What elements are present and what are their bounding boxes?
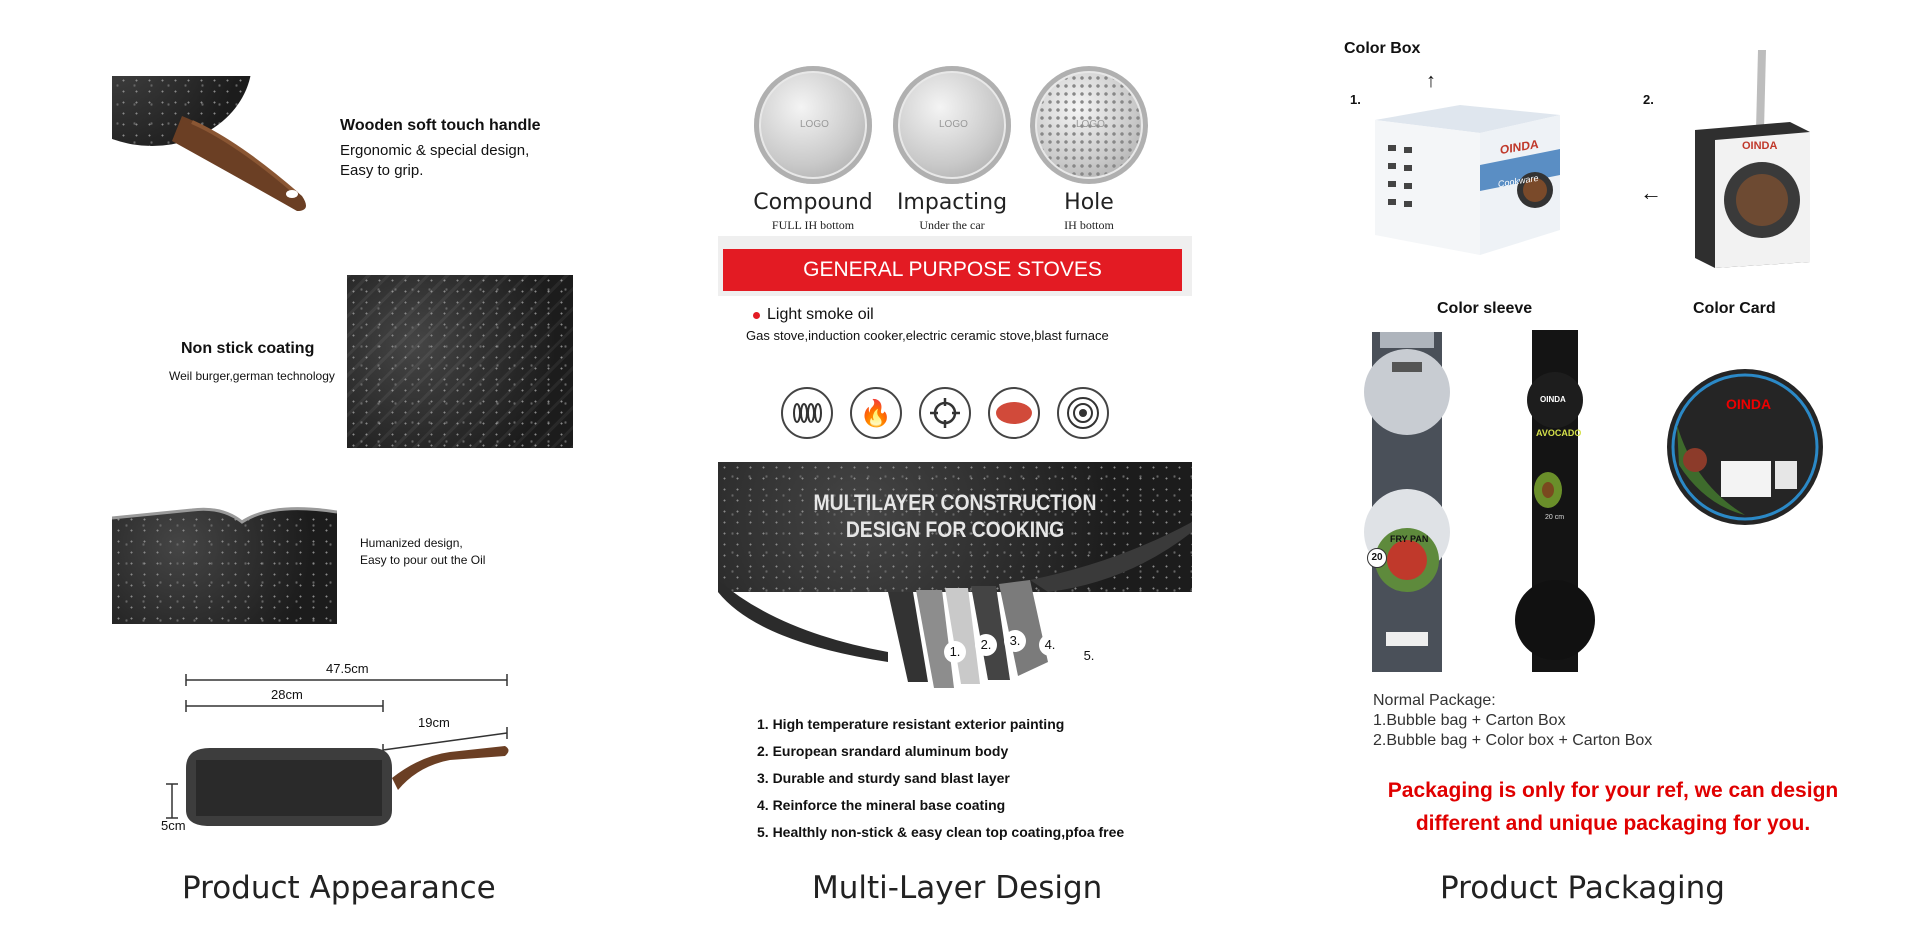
color-card-label: Color Card (1693, 300, 1776, 317)
color-box-image (1370, 85, 1575, 255)
multilayer-caption: Multi-Layer Design (812, 870, 1103, 906)
layer-item-1: 1. High temperature resistant exterior p… (757, 716, 1065, 732)
packaging-caption: Product Packaging (1440, 870, 1725, 906)
bullet-text: Light smoke oil (767, 306, 874, 323)
disc-sub-hole: IH bottom (1064, 218, 1114, 232)
disc-label-compound: Compound (753, 190, 873, 215)
layer-item-2: 2. European srandard aluminum body (757, 743, 1009, 759)
construction-title-line1: MULTILAYER CONSTRUCTION (813, 490, 1097, 515)
packaging-note-line1: Packaging is only for your ref, we can d… (1387, 779, 1839, 802)
card-brand: OINDA (1726, 396, 1772, 412)
layer-number-1: 1. (944, 641, 966, 663)
layer-item-4: 4. Reinforce the mineral base coating (757, 797, 1006, 813)
color-sleeve-1-image (1362, 332, 1452, 672)
disc-sub-compound: FULL IH bottom (771, 218, 855, 232)
layer-item-3: 3. Durable and sturdy sand blast layer (757, 770, 1010, 786)
pour-desc-line1: Humanized design, (360, 536, 463, 550)
sleeve2-name: AVOCADO (1536, 428, 1582, 438)
dim-body-label: 28cm (271, 687, 303, 702)
disc-hole (1030, 66, 1148, 184)
ceramic-plate-icon (988, 387, 1040, 439)
dimension-diagram (150, 660, 530, 840)
disc-logo-1: LOGO (800, 119, 829, 130)
sleeve2-size: 20 cm (1545, 514, 1565, 521)
bullet-dot (753, 312, 760, 319)
pour-spout-image (112, 492, 337, 624)
handle-title: Wooden soft touch handle (340, 117, 541, 134)
color-box-2-image (1690, 50, 1820, 270)
handle-closeup-image (112, 76, 312, 216)
packaging-note-line2: different and unique packaging for you. (1415, 812, 1811, 835)
induction-coil-icon (781, 387, 833, 439)
disc-label-impacting: Impacting (896, 190, 1008, 215)
dim-height-label: 5cm (161, 818, 186, 833)
box2-brand: OINDA (1742, 140, 1778, 152)
handle-desc-line2: Easy to grip. (340, 162, 424, 179)
construction-image (718, 462, 1192, 692)
dim-total-label: 47.5cm (326, 661, 369, 676)
appearance-caption: Product Appearance (182, 870, 496, 906)
layer-number-2: 2. (975, 634, 997, 656)
disc-logo-2: LOGO (939, 119, 968, 130)
dim-handle-label: 19cm (418, 715, 450, 730)
color-sleeve-label: Color sleeve (1437, 300, 1533, 317)
coating-subtitle: Weil burger,german technology (169, 369, 335, 383)
arrow-left-icon: ← (1640, 180, 1662, 205)
arrow-up-icon: ↑ (1426, 70, 1436, 92)
coating-closeup-image (347, 275, 573, 448)
handle-desc-line1: Ergonomic & special design, (340, 142, 530, 159)
gas-burner-icon (919, 387, 971, 439)
stoves-banner: GENERAL PURPOSE STOVES (723, 249, 1182, 291)
disc-impacting (893, 66, 1011, 184)
sleeve1-size: 20 (1367, 548, 1387, 568)
coating-title: Non stick coating (181, 340, 315, 357)
color-box-label: Color Box (1344, 40, 1421, 57)
box-number-2: 2. (1643, 92, 1654, 107)
construction-title-line2: DESIGN FOR COOKING (845, 517, 1065, 542)
layer-number-3: 3. (1004, 630, 1026, 652)
normal-package-title: Normal Package: (1373, 692, 1496, 709)
pour-desc-line2: Easy to pour out the Oil (360, 553, 486, 567)
disc-logo-3: LOGO (1076, 119, 1105, 130)
stoves-list: Gas stove,induction cooker,electric cera… (746, 328, 1109, 343)
box-number-1: 1. (1350, 92, 1361, 107)
sleeve2-brand: OINDA (1540, 395, 1566, 404)
layer-item-5: 5. Healthly non-stick & easy clean top c… (757, 824, 1125, 840)
layer-number-5: 5. (1078, 645, 1100, 667)
normal-package-1: 1.Bubble bag + Carton Box (1373, 712, 1566, 729)
color-sleeve-2-image (1510, 330, 1600, 672)
layer-number-4: 4. (1039, 634, 1061, 656)
normal-package-2: 2.Bubble bag + Color box + Carton Box (1373, 732, 1653, 749)
sleeve1-name: FRY PAN (1390, 534, 1429, 544)
color-card-image (1665, 365, 1825, 535)
disc-sub-impacting: Under the car (919, 218, 985, 232)
disc-compound (754, 66, 872, 184)
electric-hob-icon (1057, 387, 1109, 439)
flame-icon: 🔥 (850, 387, 902, 439)
disc-label-hole: Hole (1064, 190, 1114, 215)
